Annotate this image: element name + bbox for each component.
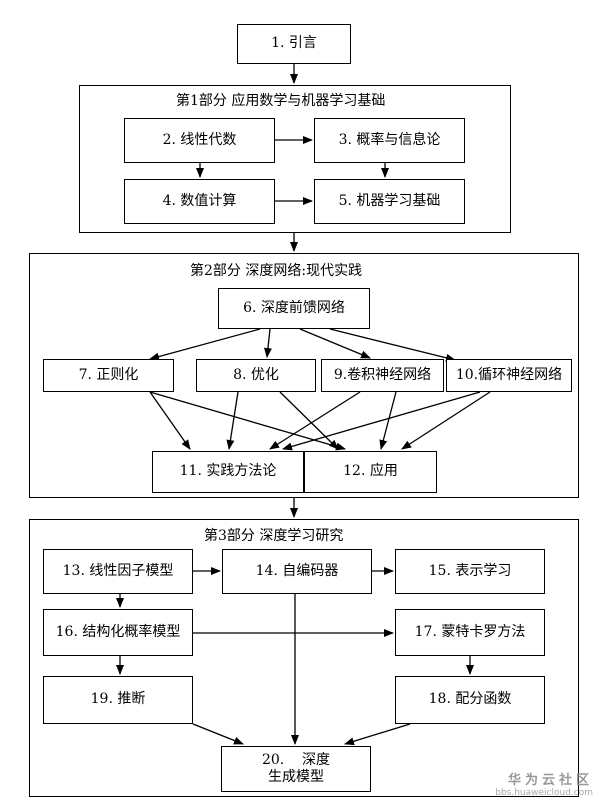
node-optimization: 8. 优化: [196, 359, 316, 392]
node-regularization-label: 7. 正则化: [78, 366, 139, 383]
section-part3-title: 第3部分 深度学习研究: [204, 528, 344, 544]
arrow-6-to-7: [149, 328, 261, 361]
section-part2: [29, 253, 579, 498]
node-ml-basics-label: 5. 机器学习基础: [338, 192, 441, 209]
node-feedforward: 6. 深度前馈网络: [218, 288, 370, 329]
node-probability-label: 3. 概率与信息论: [338, 131, 441, 148]
node-representation: 15. 表示学习: [395, 549, 545, 594]
node-optimization-label: 8. 优化: [233, 366, 279, 383]
node-cnn-label: 9.卷积神经网络: [333, 366, 432, 383]
node-cnn: 9.卷积神经网络: [321, 359, 444, 392]
arrow-6-to-10: [329, 328, 456, 362]
node-representation-label: 15. 表示学习: [428, 562, 512, 579]
section-part2-title: 第2部分 深度网络:现代实践: [190, 263, 363, 279]
arrow-8-to-12: [279, 391, 339, 450]
node-practical-methodology-label: 11. 实践方法论: [179, 463, 277, 480]
node-linear-factor: 13. 线性因子模型: [43, 549, 193, 594]
node-partition-function-label: 18. 配分函数: [428, 691, 512, 708]
arrow-9-to-11: [269, 391, 361, 450]
node-structured-prob: 16. 结构化概率模型: [43, 609, 193, 656]
node-linear-algebra: 2. 线性代数: [124, 118, 275, 163]
arrow-19-to-20: [192, 723, 244, 745]
arrow-7-to-12: [149, 391, 346, 451]
node-deep-generative: 20. 深度 生成模型: [221, 746, 371, 792]
node-intro: 1. 引言: [237, 24, 351, 64]
node-applications: 12. 应用: [304, 451, 437, 493]
arrow-8-to-11: [226, 391, 239, 450]
node-linear-algebra-label: 2. 线性代数: [162, 131, 237, 148]
arrow-6-to-8: [263, 328, 272, 358]
node-deep-generative-label-2: 生成模型: [268, 769, 324, 785]
node-rnn: 10.循环神经网络: [446, 359, 572, 392]
node-feedforward-label: 6. 深度前馈网络: [243, 299, 345, 316]
node-structured-prob-label: 16. 结构化概率模型: [55, 623, 181, 640]
node-monte-carlo: 17. 蒙特卡罗方法: [395, 609, 545, 656]
node-monte-carlo-label: 17. 蒙特卡罗方法: [414, 623, 526, 640]
arrow-10-to-12: [401, 391, 491, 450]
node-autoencoder: 14. 自编码器: [222, 549, 372, 594]
node-numerical-label: 4. 数值计算: [162, 192, 237, 209]
node-regularization: 7. 正则化: [43, 359, 174, 392]
arrow-7-to-11: [149, 391, 191, 450]
arrow-18-to-20: [344, 723, 411, 746]
watermark-sub: bbs.huaweicloud.com: [495, 788, 593, 798]
watermark-main: 华为云社区: [507, 773, 593, 788]
node-deep-generative-label-1: 20. 深度: [261, 751, 331, 768]
node-rnn-label: 10.循环神经网络: [455, 366, 563, 383]
arrow-10-to-11: [282, 391, 481, 451]
section-part3: [29, 519, 579, 797]
node-applications-label: 12. 应用: [343, 463, 398, 480]
watermark: 华为云社区 bbs.huaweicloud.com: [495, 769, 593, 798]
section-part1-title: 第1部分 应用数学与机器学习基础: [176, 93, 386, 109]
node-inference: 19. 推断: [43, 676, 193, 724]
node-numerical: 4. 数值计算: [124, 179, 275, 224]
node-probability: 3. 概率与信息论: [314, 118, 465, 163]
node-partition-function: 18. 配分函数: [395, 676, 545, 724]
node-autoencoder-label: 14. 自编码器: [255, 562, 339, 579]
node-intro-label: 1. 引言: [271, 35, 317, 52]
node-inference-label: 19. 推断: [90, 691, 146, 708]
node-practical-methodology: 11. 实践方法论: [152, 451, 304, 493]
arrow-9-to-12: [379, 391, 397, 450]
section-part1: [79, 85, 511, 233]
node-linear-factor-label: 13. 线性因子模型: [62, 562, 174, 579]
node-ml-basics: 5. 机器学习基础: [314, 179, 465, 224]
arrow-6-to-9: [299, 328, 371, 359]
